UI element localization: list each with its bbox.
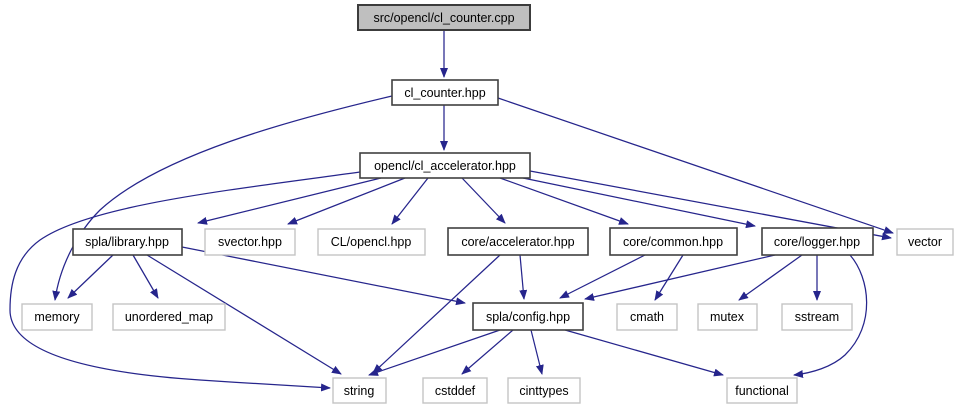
node-box[interactable]: [332, 377, 387, 404]
node-box[interactable]: [72, 228, 183, 256]
node-box[interactable]: [422, 377, 488, 404]
node-box[interactable]: [616, 303, 678, 331]
edge-core_accelerator_hpp-spla_config_hpp: [519, 254, 528, 300]
node-label: cstddef: [435, 384, 476, 398]
node-box[interactable]: [726, 377, 798, 404]
edge-spla_library_hpp-unordered_map: [132, 254, 159, 299]
node-string[interactable]: string: [332, 377, 387, 404]
node-vector[interactable]: vector: [896, 228, 954, 256]
node-svector-hpp[interactable]: svector.hpp: [204, 228, 296, 256]
node-label: opencl/cl_accelerator.hpp: [374, 159, 516, 173]
node-label: core/common.hpp: [623, 235, 723, 249]
edge-cl_counter_hpp-vector: [497, 97, 894, 234]
node-label: core/logger.hpp: [774, 235, 860, 249]
node-label: svector.hpp: [218, 235, 282, 249]
node-cl_counter-hpp[interactable]: cl_counter.hpp: [391, 79, 499, 106]
node-core-accelerator-hpp[interactable]: core/accelerator.hpp: [447, 227, 589, 256]
edge-spla_library_hpp-spla_config_hpp: [181, 246, 466, 306]
node-box[interactable]: [317, 228, 426, 256]
edge-spla_library_hpp-memory: [67, 254, 114, 299]
edge-cl_accelerator_hpp-cl_opencl_hpp: [391, 177, 429, 225]
node-box[interactable]: [472, 302, 584, 331]
node-mutex[interactable]: mutex: [697, 303, 758, 331]
edge-cl_accelerator_hpp-spla_library_hpp: [197, 177, 382, 225]
node-cstddef[interactable]: cstddef: [422, 377, 488, 404]
node-label: cinttypes: [519, 384, 568, 398]
node-cl-opencl-hpp[interactable]: CL/opencl.hpp: [317, 228, 426, 256]
edge-cl_accelerator_hpp-string: [9, 171, 361, 392]
node-spla-config-hpp[interactable]: spla/config.hpp: [472, 302, 584, 331]
edge-cl_accelerator_hpp-core_logger_hpp: [522, 177, 756, 229]
edge-layer: [9, 30, 894, 392]
edge-spla_config_hpp-functional: [564, 329, 724, 377]
node-opencl-cl_accelerator-hpp[interactable]: opencl/cl_accelerator.hpp: [359, 152, 531, 179]
edge-cl_accelerator_hpp-core_accelerator_hpp: [461, 177, 506, 224]
node-label: spla/library.hpp: [85, 235, 169, 249]
node-label: string: [344, 384, 375, 398]
node-label: spla/config.hpp: [486, 310, 570, 324]
node-box[interactable]: [112, 303, 226, 331]
node-memory[interactable]: memory: [21, 303, 93, 331]
node-label: functional: [735, 384, 789, 398]
node-unordered_map[interactable]: unordered_map: [112, 303, 226, 331]
edge-core_common_hpp-cmath: [654, 254, 684, 301]
node-label: mutex: [710, 310, 745, 324]
node-label: unordered_map: [125, 310, 213, 324]
node-layer: src/opencl/cl_counter.cpp cl_counter.hpp…: [21, 4, 954, 404]
node-label: memory: [34, 310, 80, 324]
node-box[interactable]: [761, 227, 874, 256]
node-box[interactable]: [507, 377, 581, 404]
node-core-common-hpp[interactable]: core/common.hpp: [609, 227, 738, 256]
node-label: sstream: [795, 310, 839, 324]
node-box[interactable]: [357, 4, 531, 31]
node-cinttypes[interactable]: cinttypes: [507, 377, 581, 404]
edge-core_accelerator_hpp-string: [372, 254, 501, 374]
node-box[interactable]: [447, 227, 589, 256]
node-box[interactable]: [391, 79, 499, 106]
node-spla-library-hpp[interactable]: spla/library.hpp: [72, 228, 183, 256]
edge-core_logger_hpp-mutex: [738, 254, 803, 301]
node-box[interactable]: [697, 303, 758, 331]
node-box[interactable]: [781, 303, 853, 331]
edge-core_logger_hpp-spla_config_hpp: [584, 254, 776, 301]
node-src-opencl-cl_counter-cpp[interactable]: src/opencl/cl_counter.cpp: [357, 4, 531, 31]
edge-spla_config_hpp-cinttypes: [530, 329, 544, 375]
node-cmath[interactable]: cmath: [616, 303, 678, 331]
edge-spla_config_hpp-string: [368, 329, 501, 376]
node-label: cmath: [630, 310, 664, 324]
node-label: CL/opencl.hpp: [331, 235, 412, 249]
edge-cl_accelerator_hpp-svector_hpp: [287, 177, 406, 225]
node-core-logger-hpp[interactable]: core/logger.hpp: [761, 227, 874, 256]
node-label: core/accelerator.hpp: [461, 235, 574, 249]
edge-spla_library_hpp-string: [146, 254, 342, 375]
node-sstream[interactable]: sstream: [781, 303, 853, 331]
node-box[interactable]: [204, 228, 296, 256]
node-label: cl_counter.hpp: [404, 86, 485, 100]
node-box[interactable]: [896, 228, 954, 256]
edge-cl_accelerator_hpp-vector: [529, 170, 892, 241]
node-box[interactable]: [359, 152, 531, 179]
edge-cl_counter_hpp-memory: [52, 95, 393, 301]
node-functional[interactable]: functional: [726, 377, 798, 404]
node-label: vector: [908, 235, 942, 249]
edge-cl_accelerator_hpp-core_common_hpp: [499, 177, 629, 225]
node-label: src/opencl/cl_counter.cpp: [373, 11, 514, 25]
node-box[interactable]: [21, 303, 93, 331]
node-box[interactable]: [609, 227, 738, 256]
edge-core_common_hpp-spla_config_hpp: [559, 254, 646, 299]
edge-core_logger_hpp-functional: [793, 254, 868, 378]
edge-spla_config_hpp-cstddef: [461, 329, 514, 375]
